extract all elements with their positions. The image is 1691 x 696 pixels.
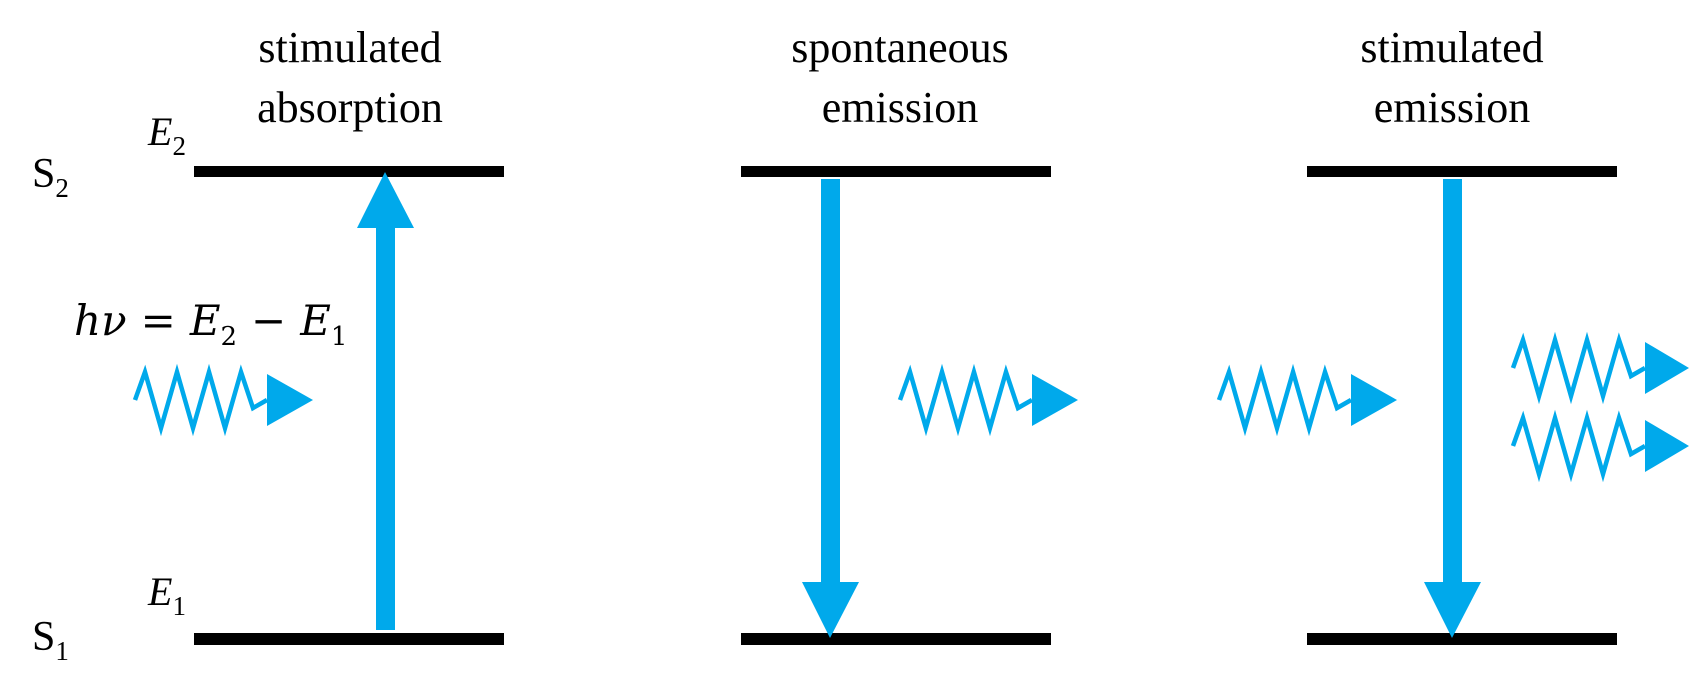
formula-h: h	[74, 296, 101, 345]
absorption-up-arrow	[357, 172, 414, 630]
incident-photon-stimulated	[1216, 363, 1397, 437]
panel-title-spontaneous-emission: spontaneous emission	[791, 23, 1009, 132]
panel-title-line1: spontaneous	[791, 23, 1009, 72]
formula-equals: =	[141, 296, 176, 345]
energy-label-e1: E1	[147, 569, 186, 621]
emitted-photon-spontaneous	[897, 363, 1078, 437]
formula-nu: ν	[101, 296, 127, 345]
spontaneous-down-arrow	[802, 179, 859, 638]
formula-minus: −	[251, 296, 286, 345]
upper-level-absorption	[194, 166, 504, 177]
upper-level-spontaneous	[741, 166, 1051, 177]
lower-level-spontaneous	[741, 633, 1051, 645]
panel-title-stimulated-emission: stimulated emission	[1360, 23, 1543, 132]
panel-title-line1: stimulated	[258, 23, 441, 72]
lower-level-absorption	[194, 633, 504, 645]
energy-letter: E	[147, 569, 172, 614]
formula-e1-index: 1	[331, 322, 348, 352]
state-index: 1	[55, 636, 69, 666]
panel-title-stimulated-absorption: stimulated absorption	[257, 23, 443, 132]
state-letter: S	[32, 614, 55, 660]
stimulated-down-arrow	[1424, 179, 1481, 638]
emitted-photon-stimulated-bottom	[1510, 409, 1689, 483]
formula-e2-index: 2	[220, 322, 237, 352]
panel-title-line2: emission	[1374, 83, 1530, 132]
energy-index: 1	[172, 591, 186, 621]
photon-energy-formula: hν=E2−E1	[74, 296, 347, 352]
state-label-s1: S1	[32, 614, 69, 666]
upper-level-stimulated	[1307, 166, 1617, 177]
state-label-s2: S2	[32, 151, 69, 203]
incident-photon-absorption	[132, 363, 313, 437]
energy-letter: E	[147, 109, 172, 154]
state-index: 2	[55, 173, 69, 203]
energy-label-e2: E2	[147, 109, 186, 161]
emitted-photon-stimulated-top	[1510, 331, 1689, 405]
formula-e1: E	[299, 296, 331, 345]
state-letter: S	[32, 151, 55, 197]
panel-title-line2: absorption	[257, 83, 443, 132]
energy-index: 2	[172, 131, 186, 161]
formula-e2: E	[189, 296, 221, 345]
panel-title-line1: stimulated	[1360, 23, 1543, 72]
lower-level-stimulated	[1307, 633, 1617, 645]
panel-title-line2: emission	[822, 83, 978, 132]
